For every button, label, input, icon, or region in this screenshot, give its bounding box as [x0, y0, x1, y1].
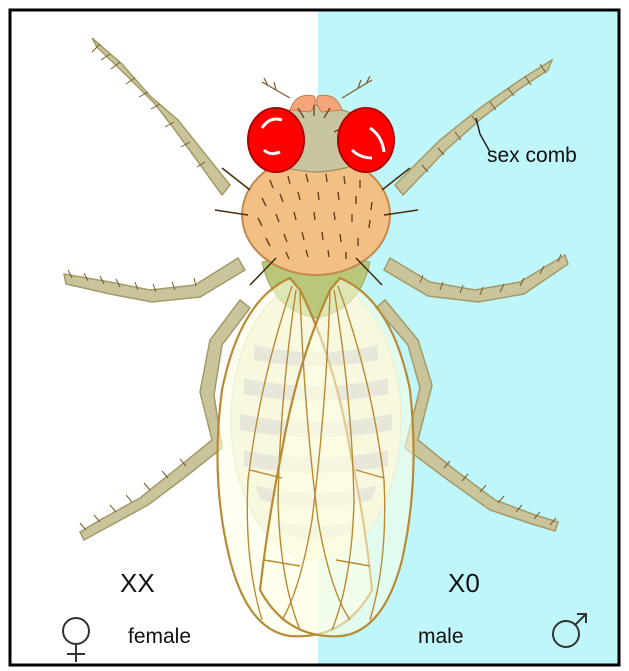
male-label: male: [418, 625, 464, 649]
female-label: female: [128, 625, 191, 649]
male-genotype-label: X0: [448, 568, 480, 599]
right-eye: [338, 108, 394, 172]
wings: [218, 278, 414, 636]
thorax-body: [242, 155, 390, 275]
sex-comb-label: sex comb: [487, 144, 577, 168]
female-genotype-label: XX: [120, 568, 155, 599]
